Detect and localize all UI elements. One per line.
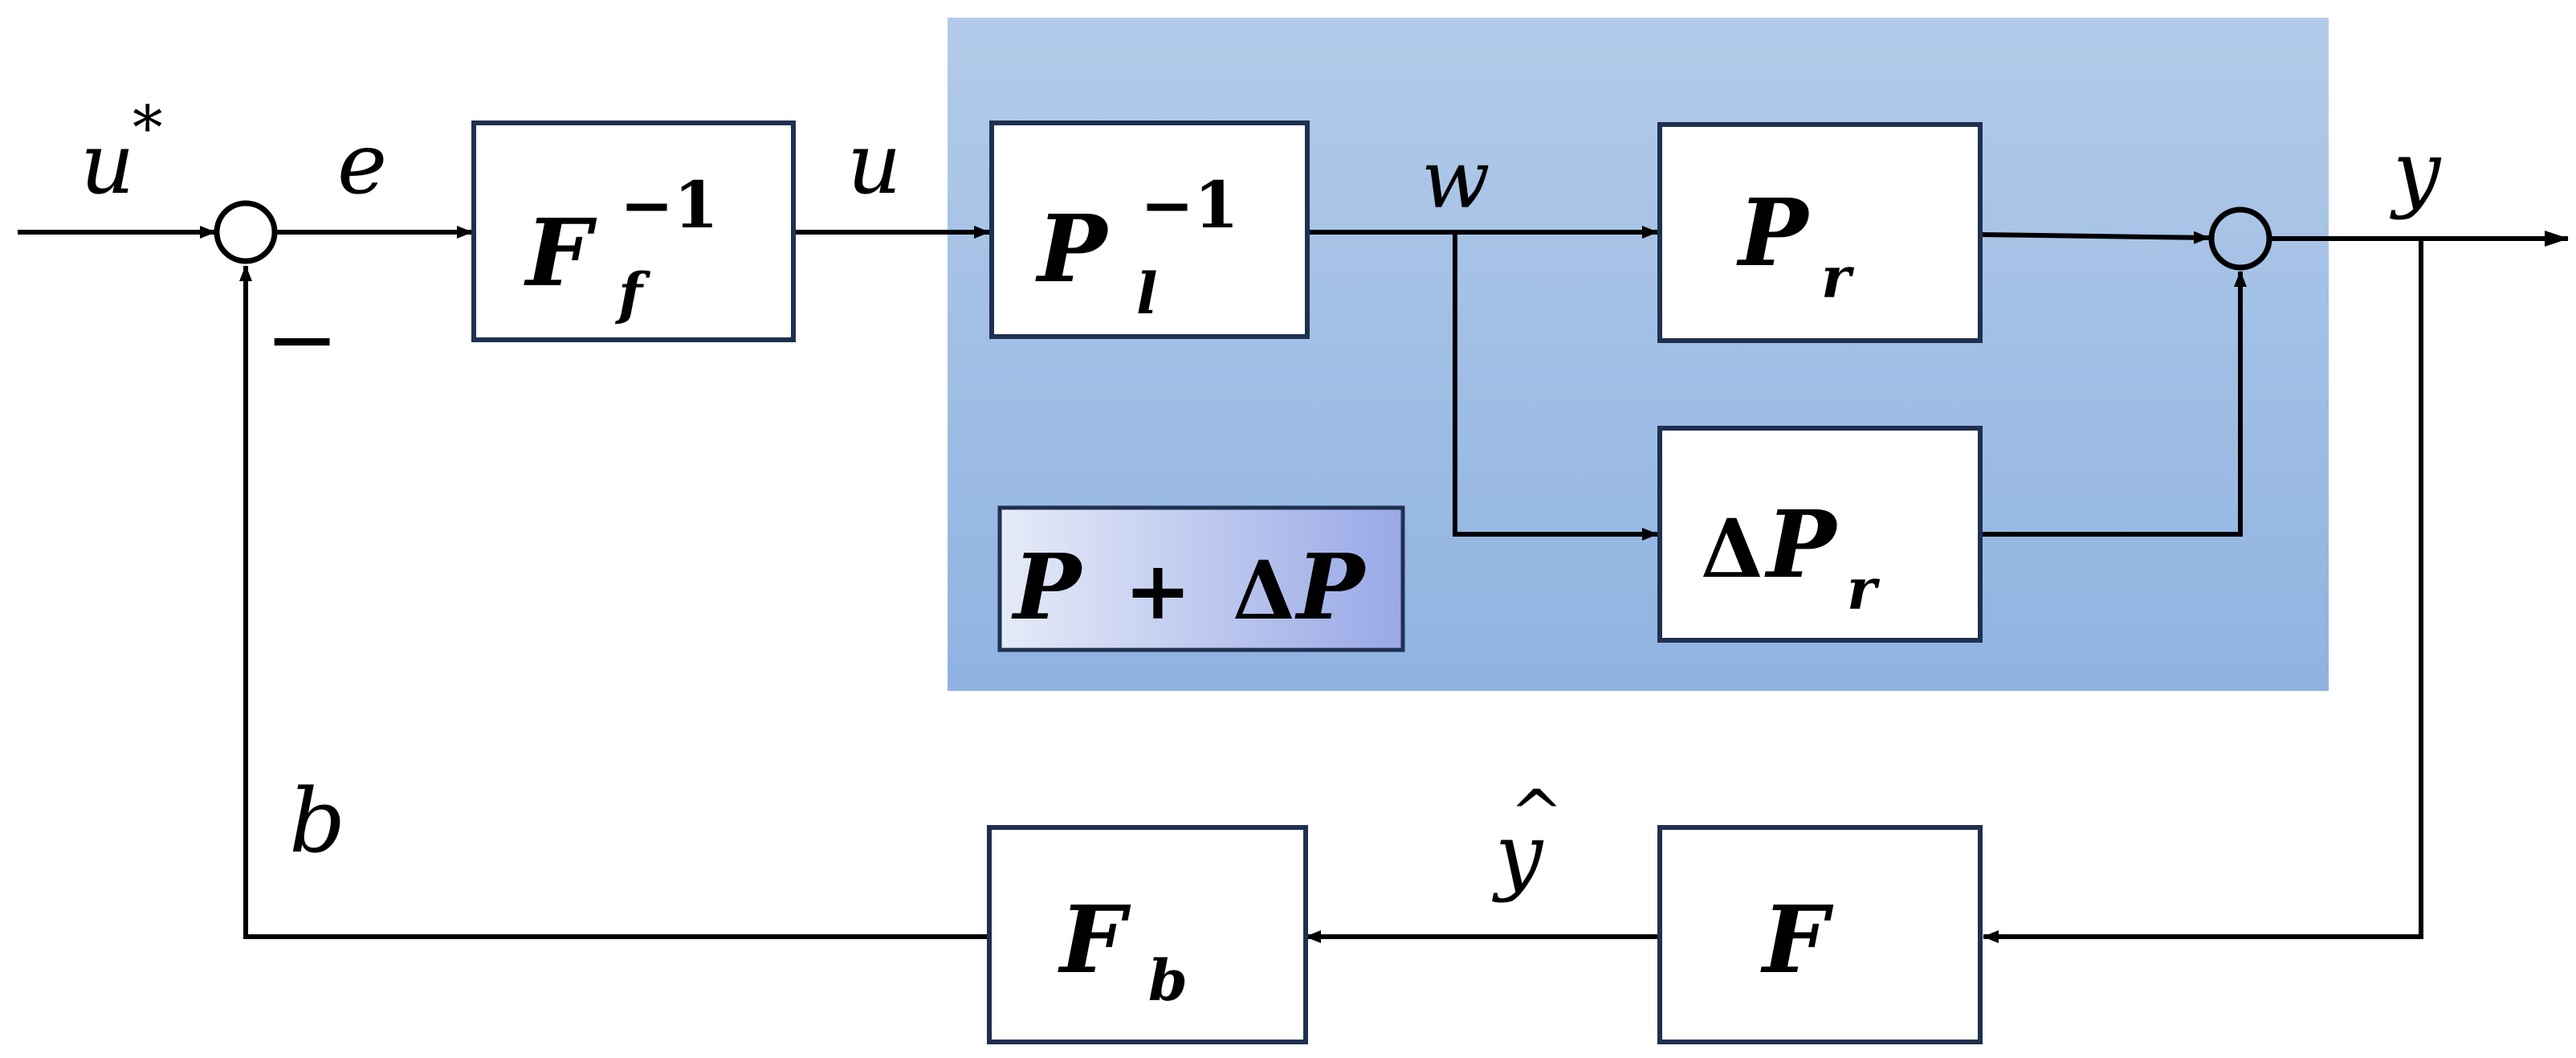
line-y-feedback [1983,239,2423,943]
svg-text:b: b [1148,947,1188,1014]
svg-text:y: y [2390,123,2442,221]
block-pl-inverse: P l −1 [989,121,1310,339]
label-y-hat-accent: ^ [1510,776,1563,851]
block-pr: P r [1657,122,1983,343]
summing-junction-output [2208,206,2272,271]
summing-junction-error [214,200,278,264]
svg-text:l: l [1136,260,1158,327]
svg-text:F: F [1058,886,1131,995]
svg-text:P: P [1294,535,1367,640]
label-minus: − [265,288,339,390]
svg-text:Δ: Δ [1233,543,1295,638]
svg-text:w: w [1421,133,1490,227]
region-label-p2: P [1294,535,1367,640]
ff-base: F [524,199,597,308]
line-b [239,265,989,939]
dpr-sub: r [1847,556,1881,623]
f-base: F [1760,886,1834,995]
svg-text:P: P [1764,491,1839,599]
svg-text:F: F [524,199,597,308]
svg-text:r: r [1821,244,1855,311]
block-delta-pr: Δ P r [1657,426,1983,643]
dpr-base: P [1764,491,1839,599]
region-label-delta: Δ [1233,543,1295,638]
svg-text:y: y [1492,806,1544,904]
pl-base: P [1035,195,1110,304]
svg-text:*: * [132,92,163,163]
label-u-star-sup: * [132,92,163,163]
label-y-hat: y [1492,806,1544,904]
svg-text:P: P [1035,195,1110,304]
svg-text:Δ: Δ [1701,501,1763,596]
ff-sup: −1 [620,167,719,243]
signal-labels: u * e u w y y ^ b − [80,92,2442,904]
label-y: y [2390,123,2442,221]
line-pr-out [1979,231,2210,244]
svg-text:u: u [80,115,135,213]
label-b: b [289,770,345,872]
plant-region-label: P + Δ P [997,505,1405,652]
svg-text:−1: −1 [620,167,719,243]
svg-text:+: + [1124,543,1192,638]
svg-text:r: r [1847,556,1881,623]
region-label-plus: + [1124,543,1192,638]
fb-base: F [1058,886,1131,995]
label-u-star: u [80,115,135,213]
block-f: F [1657,825,1983,1044]
pl-sup: −1 [1140,167,1239,243]
svg-text:^: ^ [1510,776,1563,851]
label-u: u [847,115,902,213]
dpr-delta: Δ [1701,501,1763,596]
line-w-branch [1453,232,1658,541]
signal-lines [18,226,2569,943]
pl-sub: l [1136,260,1158,327]
label-w: w [1421,133,1490,227]
svg-text:e: e [337,115,387,213]
svg-text:F: F [1760,886,1834,995]
pr-sub: r [1821,244,1855,311]
svg-text:u: u [847,115,902,213]
pr-base: P [1736,179,1811,288]
svg-text:b: b [289,770,345,872]
svg-text:P: P [1011,535,1083,640]
line-dpr-out [1980,271,2247,537]
block-ff-inverse: F f −1 [471,121,796,342]
svg-text:−1: −1 [1140,167,1239,243]
svg-text:−: − [265,288,339,390]
svg-text:P: P [1736,179,1811,288]
block-fb: F b [987,825,1308,1044]
fb-sub: b [1148,947,1188,1014]
label-e: e [337,115,387,213]
region-label-p: P [1011,535,1083,640]
